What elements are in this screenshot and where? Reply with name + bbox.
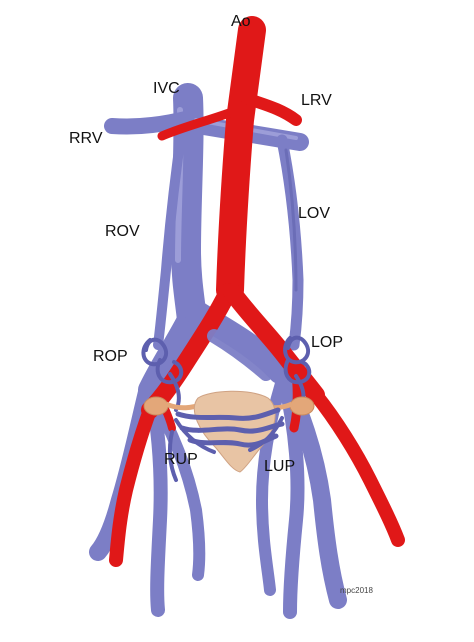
left-external-iliac-artery — [309, 388, 405, 547]
right-external-iliac-artery — [109, 403, 157, 567]
credit-text: mpc2018 — [340, 586, 373, 595]
label-rov: ROV — [105, 223, 140, 240]
aorta-and-iliac-arteries — [109, 16, 405, 567]
label-lrv: LRV — [301, 92, 332, 109]
label-ao: Ao — [231, 13, 251, 30]
right-ovary — [143, 396, 169, 416]
label-lup: LUP — [264, 458, 295, 475]
label-rrv: RRV — [69, 130, 103, 147]
label-rup: RUP — [164, 451, 198, 468]
aorta-vessel — [216, 16, 266, 304]
label-lov: LOV — [298, 205, 330, 222]
left-ovary — [289, 396, 315, 416]
anatomical-labels: Ao IVC LRV RRV ROV LOV ROP LOP RUP LUP m… — [69, 13, 373, 595]
ivc-vessel — [171, 83, 207, 335]
uterine-venous-plexus — [167, 407, 285, 482]
ivc-and-iliac-veins — [89, 83, 347, 619]
ovarian-veins — [153, 123, 304, 351]
label-lop: LOP — [311, 334, 343, 351]
label-rop: ROP — [93, 348, 128, 365]
label-ivc: IVC — [153, 80, 180, 97]
right-internal-iliac-vein — [145, 388, 168, 617]
right-ovarian-vein-vessel — [153, 123, 187, 350]
right-renal-vein-vessel — [104, 110, 198, 135]
left-common-iliac-artery — [223, 283, 325, 404]
